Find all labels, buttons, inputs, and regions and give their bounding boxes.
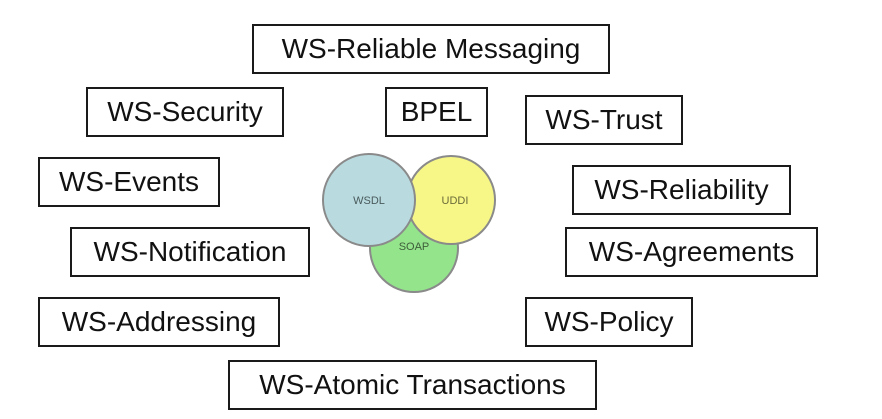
soap-label: SOAP <box>399 241 430 253</box>
ws-trust-label: WS-Trust <box>545 104 663 135</box>
ws-reliability-label: WS-Reliability <box>594 174 769 205</box>
ws-notification-box: WS-Notification <box>70 227 310 277</box>
ws-reliable-messaging-box: WS-Reliable Messaging <box>252 24 610 74</box>
ws-atomic-transactions-box: WS-Atomic Transactions <box>228 360 597 410</box>
wsdl-circle <box>322 153 416 247</box>
core-standards-venn: WSDL UDDI SOAP <box>322 153 496 293</box>
bpel-box: BPEL <box>385 87 488 137</box>
bpel-label: BPEL <box>400 96 473 127</box>
ws-security-box: WS-Security <box>86 87 284 137</box>
ws-agreements-box: WS-Agreements <box>565 227 818 277</box>
ws-reliable-messaging-label: WS-Reliable Messaging <box>281 33 581 64</box>
ws-trust-box: WS-Trust <box>525 95 683 145</box>
ws-policy-label: WS-Policy <box>544 306 674 337</box>
ws-policy-box: WS-Policy <box>525 297 693 347</box>
ws-notification-label: WS-Notification <box>93 236 287 267</box>
wsdl-label: WSDL <box>353 195 385 207</box>
ws-addressing-label: WS-Addressing <box>61 306 257 337</box>
ws-security-label: WS-Security <box>107 96 263 127</box>
ws-atomic-transactions-label: WS-Atomic Transactions <box>259 369 566 400</box>
uddi-label: UDDI <box>442 195 469 207</box>
ws-agreements-label: WS-Agreements <box>588 236 795 267</box>
ws-events-box: WS-Events <box>38 157 220 207</box>
ws-addressing-box: WS-Addressing <box>38 297 280 347</box>
ws-events-label: WS-Events <box>58 166 200 197</box>
ws-reliability-box: WS-Reliability <box>572 165 791 215</box>
